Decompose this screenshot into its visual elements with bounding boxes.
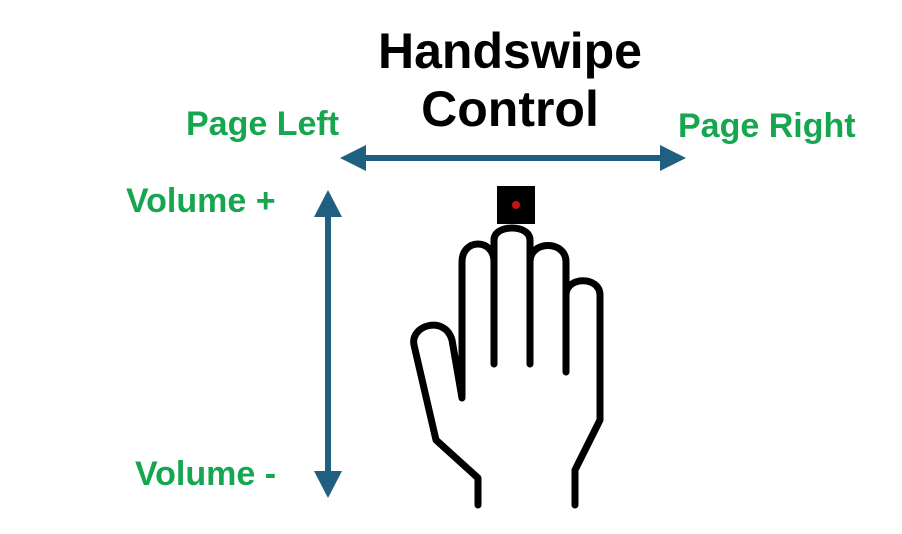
sensor-icon — [497, 186, 535, 224]
raised-hand-icon — [410, 224, 604, 509]
page-left-label: Page Left — [186, 105, 340, 143]
title-line-2: Control — [421, 81, 599, 137]
volume-down-label: Volume - — [135, 455, 277, 493]
double-arrow-horizontal-icon — [340, 145, 686, 171]
diagram-title: Handswipe Control — [330, 22, 690, 138]
page-right-label: Page Right — [678, 107, 856, 145]
title-line-1: Handswipe — [378, 23, 642, 79]
double-arrow-vertical-icon — [314, 190, 342, 498]
volume-up-label: Volume + — [126, 182, 276, 220]
